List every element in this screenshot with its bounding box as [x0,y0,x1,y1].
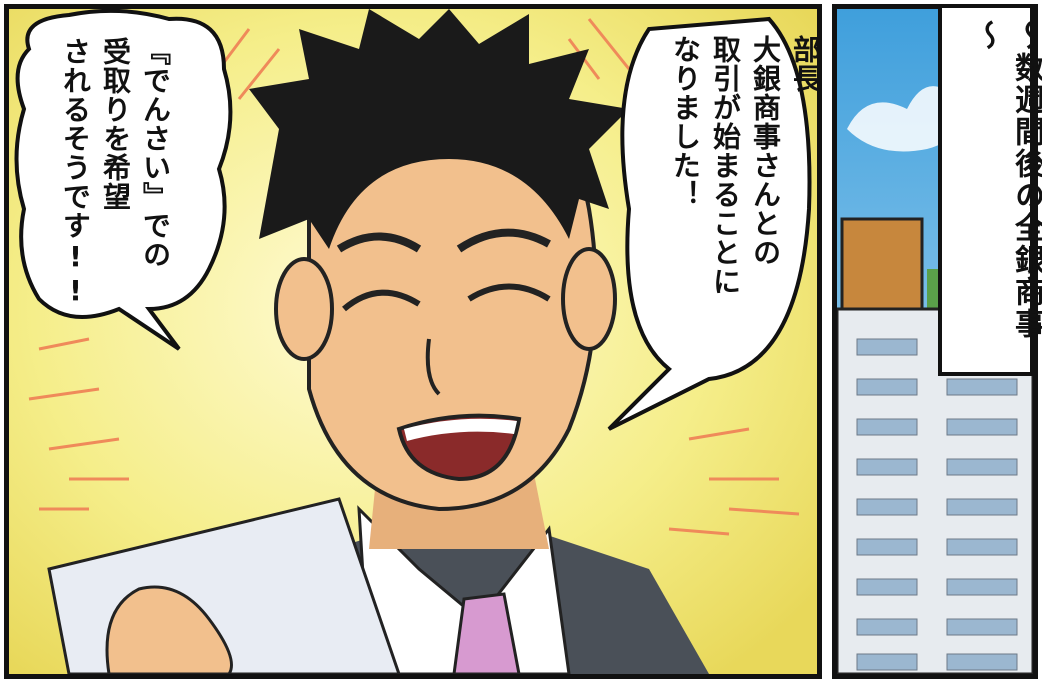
eye-left [342,289,421,312]
nose [425,338,441,396]
manga-panel-left: 部長 大銀商事さんとの 取引が始まることに なりました！ 『でんさい』での 受取… [4,4,822,679]
narration-caption-box: ～数週間後の全銀商事～ [938,4,1042,376]
teeth [404,418,517,441]
building-windows [856,338,1018,671]
manga-panel-right [832,4,1038,679]
eyebrow-left [336,232,422,253]
speech-text-right: 部長 大銀商事さんとの 取引が始まることに なりました！ [669,35,822,296]
cloud [847,86,959,152]
shirt [357,505,571,674]
speech-bubble-right [607,16,812,431]
ear-right [561,247,617,351]
narration-caption-text: ～数週間後の全銀商事～ [969,20,1042,340]
ear-left [274,257,334,361]
emphasis-lines [28,18,800,536]
eyebrow-right [456,228,551,253]
speech-bubble-left [14,9,233,351]
speech-text-left: 『でんさい』での 受取りを希望 されるそうです!! [59,37,172,308]
hand [105,585,233,674]
necktie [452,592,521,674]
character-illustration [9,9,817,674]
eye-right [467,283,551,302]
rooftop-block [840,217,924,311]
hair [249,9,629,249]
